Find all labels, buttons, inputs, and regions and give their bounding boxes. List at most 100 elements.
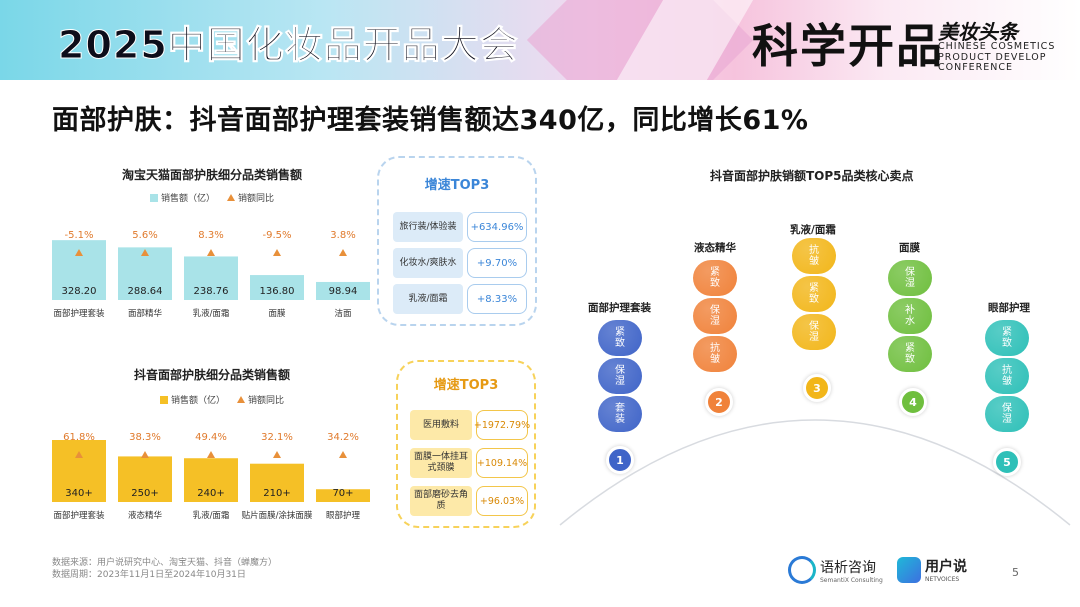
top3-category: 化妆水/爽肤水 [393,248,463,278]
legend-item-yoy: 销额同比 [237,393,284,406]
yoy-label: 61.8% [63,432,95,443]
yonghushuo-logo: 用户说 NETVOICES [897,556,967,583]
yoy-marker [207,249,215,256]
selling-point-pill: 保湿 [792,314,836,350]
yoy-marker [339,451,347,458]
page-number: 5 [1012,566,1019,579]
selling-point-pill: 保湿 [693,298,737,334]
data-period-note: 数据周期：2023年11月1日至2024年10月31日 [52,570,246,580]
yuxi-logo: 语析咨询 SemantiX Consulting [788,556,883,584]
header-banner: 2025中国化妆品开品大会 科学开品 美妆头条 CHINESE COSMETIC… [0,0,1080,80]
rank-node: 5 [993,448,1021,476]
tmall-chart-title: 淘宝天猫面部护肤细分品类销售额 [122,168,303,182]
bar [52,440,106,502]
yoy-label: 49.4% [195,432,227,443]
legend-item-sales: 销售额（亿） [150,191,215,204]
yoy-marker [273,451,281,458]
legend-label: 销售额（亿） [161,194,216,204]
top3-growth: +634.96% [467,212,527,242]
yoy-marker [141,249,149,256]
yoy-label: 8.3% [198,230,223,241]
selling-point-pill: 保湿 [985,396,1029,432]
selling-point-pill: 紧致 [598,320,642,356]
category-tick-label: 眼部护理 [326,510,361,521]
rank-node: 2 [705,388,733,416]
yoy-label: 5.6% [132,230,157,241]
top3-growth: +1972.79% [474,410,530,440]
yoy-marker [75,249,83,256]
rank-node: 3 [803,374,831,402]
selling-point-category-label: 面膜 [899,242,920,254]
douyin-chart-legend: 销售额（亿） 销额同比 [160,393,284,406]
top3-row: 面部磨砂去角质 +96.03% [398,486,534,516]
selling-point-pill: 保湿 [598,358,642,394]
bar-value-label: 240+ [197,488,224,499]
brand-logo-text: 美妆头条 [938,20,1018,44]
selling-point-pill: 紧致 [693,260,737,296]
selling-point-category-label: 液态精华 [694,242,736,254]
category-tick-label: 液态精华 [128,510,163,521]
tmall-bar-chart: 328.20-5.1%面部护理套装288.645.6%面部精华238.768.3… [52,230,370,319]
selling-point-pill: 保湿 [888,260,932,296]
yoy-marker [339,249,347,256]
douyin-chart-title: 抖音面部护肤细分品类销售额 [134,368,291,382]
selling-point-category-label: 眼部护理 [988,302,1030,314]
tmall-chart-legend: 销售额（亿） 销额同比 [150,191,274,204]
selling-point-text: 抗皱 [1002,365,1012,387]
selling-point-pill: 抗皱 [792,238,836,274]
selling-point-text: 套装 [615,403,625,425]
arc-line [559,419,1071,526]
category-tick-label: 面部护理套装 [53,308,105,319]
selling-point-pill: 抗皱 [693,336,737,372]
data-source-note: 数据来源：用户说研究中心、淘宝天猫、抖音（蝉魔方） [52,558,278,568]
bar [250,275,304,300]
yoy-label: -9.5% [262,230,291,241]
bar [316,281,370,300]
douyin-bar-chart: 340+61.8%面部护理套装250+38.3%液态精华240+49.4%乳液/… [52,432,370,521]
yoy-label: 34.2% [327,432,359,443]
tmall-growth-top3-card: 增速TOP3 旅行装/体验装 +634.96% 化妆水/爽肤水 +9.70% 乳… [377,156,537,326]
top3-row: 旅行装/体验装 +634.96% [379,212,535,242]
category-tick-label: 乳液/面霜 [193,510,230,521]
selling-point-pill: 抗皱 [985,358,1029,394]
selling-point-text: 紧致 [905,343,915,365]
bar-value-label: 340+ [65,488,92,499]
yoy-marker [75,451,83,458]
category-tick-label: 面膜 [268,308,286,319]
selling-point-pill: 套装 [598,396,642,432]
top3-category: 旅行装/体验装 [393,212,463,242]
bar-value-label: 70+ [332,488,353,499]
top3-category: 面膜一体挂耳式颈膜 [410,448,472,478]
selling-point-pill: 紧致 [888,336,932,372]
category-tick-label: 乳液/面霜 [193,308,230,319]
legend-label: 销额同比 [248,396,285,406]
top3-row: 面膜一体挂耳式颈膜 +109.14% [398,448,534,478]
yoy-marker [141,451,149,458]
selling-point-category-label: 面部护理套装 [588,302,651,314]
bar [316,489,370,502]
yuxi-logo-subtext: SemantiX Consulting [820,576,883,584]
top3-growth: +109.14% [476,448,528,478]
top3-category: 面部磨砂去角质 [410,486,472,516]
legend-item-yoy: 销额同比 [227,191,274,204]
brand-english-name: CHINESE COSMETICS PRODUCT DEVELOP CONFER… [938,41,1056,73]
category-tick-label: 洁面 [334,308,352,319]
selling-point-text: 保湿 [809,321,819,343]
selling-point-pill: 紧致 [985,320,1029,356]
selling-point-text: 保湿 [1002,403,1012,425]
yuxi-logo-text: 语析咨询 [820,559,876,576]
bar [118,456,172,502]
selling-points-title: 抖音面部护肤销额TOP5品类核心卖点 [710,169,914,183]
bar [184,458,238,502]
bar-value-label: 98.94 [329,286,358,297]
bar-value-label: 288.64 [128,286,163,297]
selling-point-pill: 紧致 [792,276,836,312]
selling-point-text: 紧致 [615,327,625,349]
top3-row: 化妆水/爽肤水 +9.70% [379,248,535,278]
douyin-growth-top3-card: 增速TOP3 医用敷料 +1972.79% 面膜一体挂耳式颈膜 +109.14%… [396,360,536,528]
yuxi-logo-icon [788,556,816,584]
top3-row: 乳液/面霜 +8.33% [379,284,535,314]
legend-label: 销额同比 [238,194,275,204]
selling-point-text: 紧致 [710,267,720,289]
selling-point-text: 保湿 [615,365,625,387]
